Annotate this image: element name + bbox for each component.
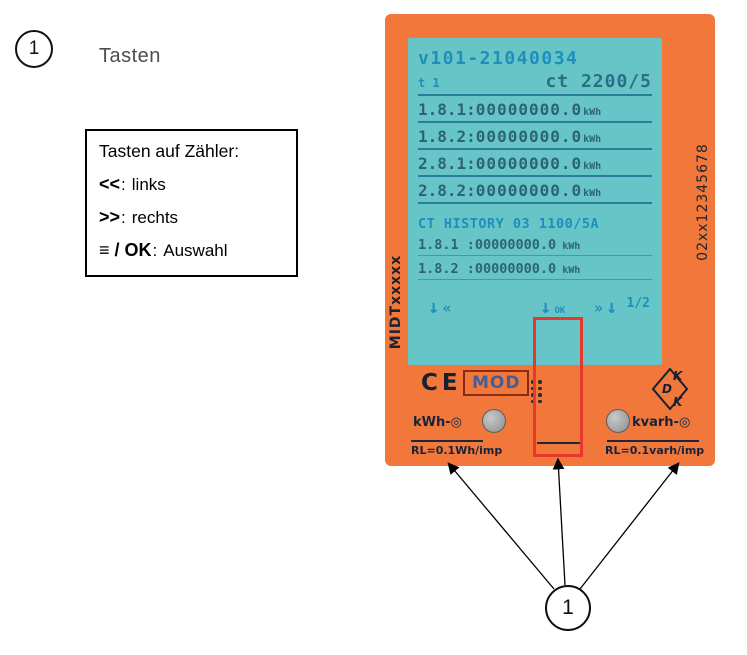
left-keys-label: <<: [99, 174, 121, 194]
kdk-letter: D: [662, 382, 672, 396]
lcd-history-title: CT HISTORY 03 1100/5A: [418, 216, 600, 232]
arrow-to-right-impulse: [579, 462, 680, 590]
legend-value: Auswahl: [163, 241, 228, 260]
register-value: 00000000.0: [475, 154, 583, 173]
register-unit: kWh: [583, 107, 602, 118]
callout-1-marker: 1: [15, 30, 53, 68]
lcd-ct-row: t 1 ct 2200/5: [418, 71, 652, 96]
energy-meter: v101-21040034 t 1 ct 2200/5 1.8.1:000000…: [385, 14, 715, 466]
kwh-test-button: [482, 409, 506, 433]
dot: [531, 399, 535, 403]
arrow-to-middle: [552, 457, 566, 586]
lcd-version-line: v101-21040034: [418, 48, 579, 69]
mod-label: MOD: [463, 370, 530, 396]
register-code: 2.8.2:: [418, 181, 476, 200]
lcd-ct-ratio: ct 2200/5: [545, 71, 652, 92]
register-code: 2.8.1:: [418, 154, 476, 173]
down-arrow-icon: ↓: [540, 296, 552, 318]
callout-number: 1: [28, 38, 40, 59]
dot: [531, 393, 535, 397]
meter-serial-number: 02xx12345678: [695, 143, 711, 261]
divider: [411, 440, 483, 442]
page-indicator: 1/2: [626, 296, 650, 311]
kvarh-test-button: [606, 409, 630, 433]
register-code: 1.8.2 :: [418, 261, 475, 277]
nav-ok-group: ↓ OK: [540, 296, 565, 318]
legend-title: Tasten auf Zähler:: [99, 141, 240, 161]
impulse-constant-left: RL=0.1Wh/imp: [411, 444, 503, 457]
down-arrow-icon: ↓: [428, 296, 440, 318]
callout-number: 1: [562, 596, 574, 619]
kvarh-led-label: kvarh-◎: [632, 415, 691, 430]
divider: [537, 442, 581, 444]
register-unit: kWh: [583, 188, 602, 199]
down-arrow-icon: ↓: [606, 296, 618, 318]
ce-mark: CE: [421, 370, 462, 396]
register-unit: kWh: [583, 134, 602, 145]
dot: [531, 386, 535, 390]
left-chevrons-icon: «: [442, 299, 452, 317]
lcd-history-row: 1.8.1 :00000000.0 kWh: [418, 237, 652, 256]
register-value: 00000000.0: [474, 237, 557, 253]
divider: [607, 440, 699, 442]
callout-1-bottom-marker: 1: [545, 585, 591, 631]
kdk-letter: K: [673, 395, 684, 409]
legend-row-left: <<: links: [99, 174, 284, 195]
dot: [538, 386, 542, 390]
nav-right-group: » ↓: [594, 296, 617, 318]
section-title: Tasten: [99, 45, 161, 67]
register-value: 00000000.0: [475, 181, 583, 200]
nav-left-group: ↓ «: [428, 296, 451, 318]
dot: [538, 393, 542, 397]
lcd-display: v101-21040034 t 1 ct 2200/5 1.8.1:000000…: [408, 38, 662, 365]
connector-dots: [531, 380, 542, 403]
lcd-tariff: t 1: [418, 76, 440, 90]
register-code: 1.8.2:: [418, 127, 476, 146]
kdk-letter: K: [673, 369, 684, 383]
right-chevrons-icon: »: [594, 299, 604, 317]
register-unit: kWh: [583, 161, 602, 172]
legend-value: rechts: [131, 208, 179, 227]
impulse-constant-right: RL=0.1varh/imp: [605, 444, 705, 457]
dot: [538, 399, 542, 403]
kwh-led-label: kWh-◎: [413, 415, 462, 430]
register-value: 00000000.0: [475, 100, 583, 119]
right-keys-label: >>: [99, 207, 121, 227]
highlight-red-box: [533, 317, 583, 457]
legend-row-right: >>: rechts: [99, 207, 284, 228]
meter-type-code: MIDTxxxxx: [388, 254, 404, 350]
lcd-nav-row: ↓ « ↓ OK » ↓ 1/2: [418, 296, 652, 322]
arrow-to-left-impulse: [447, 462, 555, 590]
legend-separator: :: [121, 175, 126, 194]
register-value: 00000000.0: [475, 127, 583, 146]
dot: [538, 380, 542, 384]
legend-row-ok: ≡ / OK: Auswahl: [99, 240, 284, 261]
legend-separator: :: [121, 208, 126, 227]
lcd-history-row: 1.8.2 :00000000.0 kWh: [418, 261, 652, 280]
legend-separator: :: [152, 241, 158, 260]
legend-box: Tasten auf Zähler: <<: links >>: rechts ≡ …: [85, 129, 298, 277]
register-value: 00000000.0: [474, 261, 557, 277]
kdk-logo: K D K: [651, 367, 689, 411]
register-unit: kWh: [562, 265, 581, 276]
register-unit: kWh: [562, 241, 581, 252]
register-code: 1.8.1:: [418, 100, 476, 119]
ok-label: OK: [554, 306, 566, 316]
legend-value: links: [131, 175, 166, 194]
dot: [531, 380, 535, 384]
register-code: 1.8.1 :: [418, 237, 475, 253]
menu-ok-keys-label: ≡ / OK: [99, 240, 152, 260]
